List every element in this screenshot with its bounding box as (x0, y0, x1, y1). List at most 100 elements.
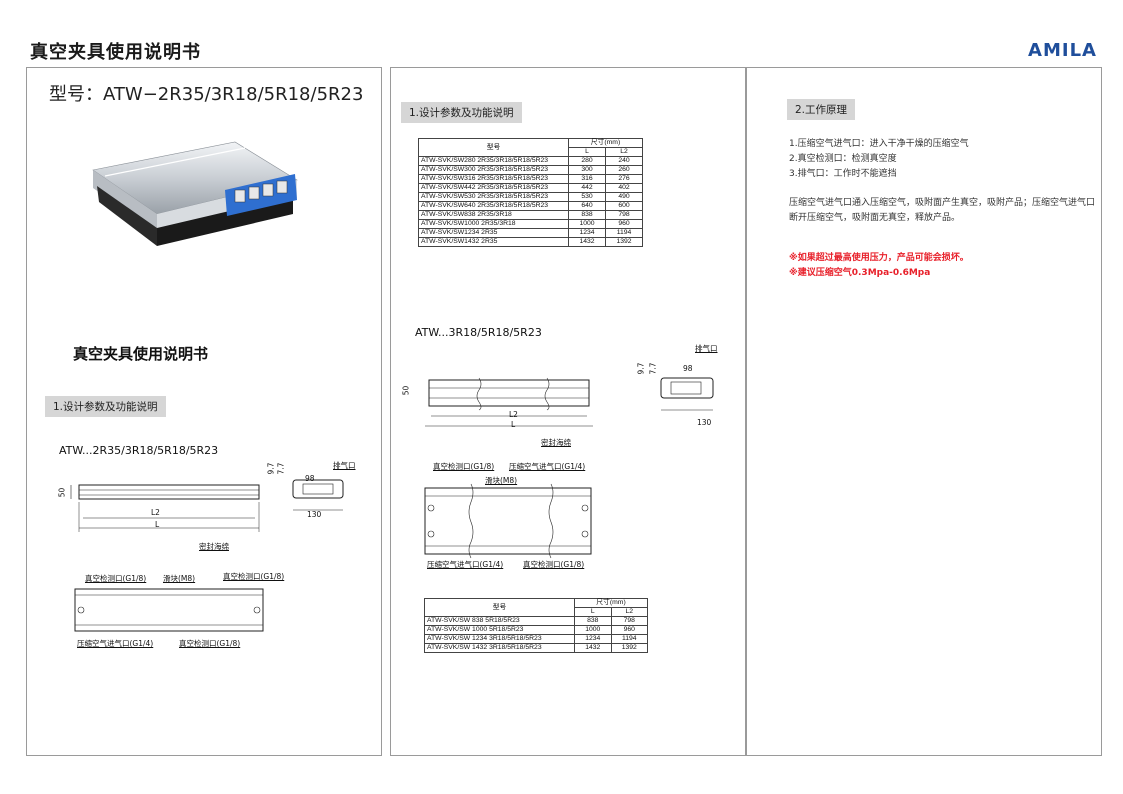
table-cell-l: 280 (568, 156, 606, 166)
table-cell-model: ATW-SVK/SW1432 2R35 (418, 237, 569, 247)
table-cell-l2: 1194 (605, 228, 643, 238)
dim-98: 98 (683, 364, 693, 373)
table-cell-l: 300 (568, 165, 606, 175)
dim-l2: L2 (509, 410, 518, 419)
warning-recommended: ※建议压缩空气0.3Mpa-0.6Mpa (789, 268, 931, 278)
principle-line-3: 3.排气口：工作时不能遮挡 (789, 169, 897, 179)
table-cell-model: ATW-SVK/SW838 2R35/3R18 (418, 210, 569, 220)
label-exhaust: 排气口 (695, 344, 718, 353)
table-cell-l2: 600 (605, 201, 643, 211)
table-cell-l2: 1392 (605, 237, 643, 247)
front-view-drawing (70, 484, 260, 532)
table-header-l2: L2 (610, 607, 648, 617)
table-cell-model: ATW-SVK/SW280 2R35/3R18/5R18/5R23 (418, 156, 569, 166)
label-exhaust: 排气口 (333, 461, 356, 470)
label-seal-sponge: 密封海绵 (541, 438, 571, 447)
warning-pressure: ※如果超过最高使用压力，产品可能会损坏。 (789, 253, 969, 263)
label-vacuum-check-3: 真空检测口(G1/8) (179, 639, 241, 648)
principle-line-2: 2.真空检测口：检测真空度 (789, 154, 897, 164)
table-cell-l2: 960 (605, 219, 643, 229)
table-cell-l2: 1194 (610, 634, 648, 644)
table-header-size: 尺寸(mm) (568, 138, 643, 148)
model-label: 型号：ATW−2R35/3R18/5R18/5R23 (49, 84, 364, 105)
panel-design-parameters: 1.设计参数及功能说明 型号 尺寸(mm) L L2 ATW-SVK/SW280… (390, 67, 746, 756)
table-cell-model: ATW-SVK/SW 1000 5R18/5R23 (424, 625, 575, 635)
table-cell-l2: 276 (605, 174, 643, 184)
dim-130: 130 (697, 418, 712, 427)
table-cell-l: 838 (574, 616, 612, 626)
table-cell-l2: 402 (605, 183, 643, 193)
table-cell-l: 1000 (574, 625, 612, 635)
table-cell-model: ATW-SVK/SW1234 2R35 (418, 228, 569, 238)
table-cell-model: ATW-SVK/SW442 2R35/3R18/5R18/5R23 (418, 183, 569, 193)
table-cell-model: ATW-SVK/SW 838 5R18/5R23 (424, 616, 575, 626)
label-slider: 滑块(M8) (485, 476, 518, 485)
principle-paragraph: 压缩空气进气口通入压缩空气，吸附面产生真空，吸附产品；压缩空气进气口断开压缩空气… (789, 198, 1096, 223)
label-slider: 滑块(M8) (163, 574, 196, 583)
dim-height: 50 (401, 385, 411, 396)
table-header-l: L (568, 147, 606, 157)
panel-working-principle: 2.工作原理 1.压缩空气进气口：进入干净干燥的压缩空气 2.真空检测口：检测真… (746, 67, 1102, 756)
product-photo (92, 141, 298, 246)
table-cell-model: ATW-SVK/SW316 2R35/3R18/5R18/5R23 (418, 174, 569, 184)
brand-logo: AMILA (1028, 40, 1097, 61)
panel-product-overview: 型号：ATW−2R35/3R18/5R18/5R23 真空夹具使用说明书 1.设… (26, 67, 382, 756)
table-cell-l2: 798 (610, 616, 648, 626)
document-title: 真空夹具使用说明书 (30, 42, 201, 63)
table-header-size: 尺寸(mm) (574, 598, 648, 608)
table-cell-l2: 960 (610, 625, 648, 635)
dim-l: L (155, 520, 160, 529)
dim-l: L (511, 420, 516, 429)
dim-97: 9.7 (636, 362, 646, 375)
end-view-drawing (292, 479, 344, 511)
table-cell-model: ATW-SVK/SW640 2R35/3R18/5R18/5R23 (418, 201, 569, 211)
table-cell-l: 1432 (568, 237, 606, 247)
dim-97: 9.7 (266, 462, 276, 475)
label-vacuum-check-1: 真空检测口(G1/8) (85, 574, 147, 583)
table-cell-l: 442 (568, 183, 606, 193)
table-cell-l: 1432 (574, 643, 612, 653)
dim-77: 7.7 (276, 462, 286, 475)
drawing-title: ATW...3R18/5R18/5R23 (415, 326, 542, 339)
drawing-title: ATW...2R35/3R18/5R18/5R23 (59, 444, 219, 457)
table-cell-model: ATW-SVK/SW530 2R35/3R18/5R18/5R23 (418, 192, 569, 202)
top-view-drawing (424, 483, 592, 559)
dim-130: 130 (307, 510, 322, 519)
section-tag-design: 1.设计参数及功能说明 (45, 396, 166, 417)
label-air-inlet: 压缩空气进气口(G1/4) (77, 639, 154, 648)
principle-line-1: 1.压缩空气进气口：进入干净干燥的压缩空气 (789, 139, 969, 149)
table-cell-model: ATW-SVK/SW 1432 3R18/5R18/5R23 (424, 643, 575, 653)
dim-77: 7.7 (648, 362, 658, 375)
front-view-drawing (425, 377, 593, 427)
section-tag-principle: 2.工作原理 (787, 99, 856, 120)
label-vacuum-check-2: 真空检测口(G1/8) (223, 572, 285, 581)
table-cell-l2: 1392 (610, 643, 648, 653)
table-cell-l: 640 (568, 201, 606, 211)
table-header-model: 型号 (424, 598, 575, 617)
table-cell-l2: 240 (605, 156, 643, 166)
dim-l2: L2 (151, 508, 160, 517)
table-cell-l: 1000 (568, 219, 606, 229)
section-tag-design: 1.设计参数及功能说明 (401, 102, 522, 123)
table-cell-l: 838 (568, 210, 606, 220)
label-air-inlet-top: 压缩空气进气口(G1/4) (509, 462, 586, 471)
spec-table-1: 型号 尺寸(mm) L L2 ATW-SVK/SW280 2R35/3R18/5… (418, 138, 643, 247)
table-cell-l: 316 (568, 174, 606, 184)
end-view-drawing (660, 377, 714, 411)
table-cell-l2: 260 (605, 165, 643, 175)
table-cell-model: ATW-SVK/SW 1234 3R18/5R18/5R23 (424, 634, 575, 644)
table-cell-l2: 490 (605, 192, 643, 202)
